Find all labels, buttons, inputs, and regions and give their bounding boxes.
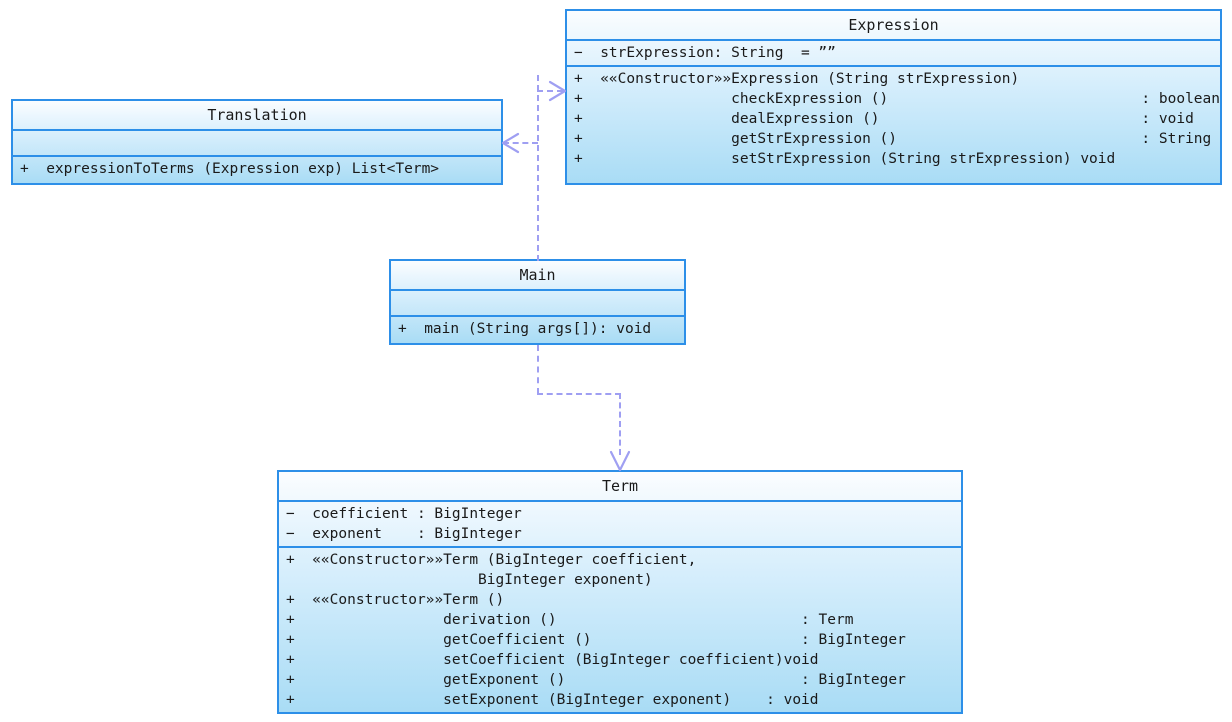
operations-compartment-main: + main (String args[]): void — [391, 315, 684, 341]
class-box-expression[interactable]: Expression − strExpression: String = ”” … — [565, 9, 1222, 185]
connector-main-to-term-segment-2 — [537, 393, 621, 395]
operation-row: + main (String args[]): void — [398, 321, 652, 337]
operations-compartment-translation: + expressionToTerms (Expression exp) Lis… — [13, 155, 501, 181]
arrowhead-translation — [501, 132, 520, 154]
operation-row: + getStrExpression () : String — [574, 131, 1212, 147]
class-name-compartment-main: Main — [391, 261, 684, 289]
attributes-compartment-term: − coefficient : BigInteger − exponent : … — [279, 500, 961, 546]
operation-row: + dealExpression () : void — [574, 111, 1194, 127]
arrowhead-expression — [548, 80, 567, 102]
connector-branch-to-expression — [537, 90, 563, 92]
attribute-row: − strExpression: String = ”” — [574, 45, 836, 61]
operation-row: + setCoefficient (BigInteger coefficient… — [286, 652, 819, 668]
class-box-term[interactable]: Term − coefficient : BigInteger − expone… — [277, 470, 963, 714]
operation-row: BigInteger exponent) — [286, 572, 653, 588]
class-name-compartment-term: Term — [279, 472, 961, 500]
operation-row: + ««Constructor»»Term (BigInteger coeffi… — [286, 552, 697, 568]
attributes-compartment-translation — [13, 129, 501, 155]
class-name-compartment-expression: Expression — [567, 11, 1220, 39]
class-title-term: Term — [601, 477, 639, 495]
operation-row: + getCoefficient () : BigInteger — [286, 632, 906, 648]
operation-row: + setStrExpression (String strExpression… — [574, 151, 1116, 167]
class-box-translation[interactable]: Translation + expressionToTerms (Express… — [11, 99, 503, 185]
attribute-row: − exponent : BigInteger — [286, 526, 522, 542]
connector-spine-vertical — [537, 75, 539, 261]
operations-compartment-expression: + ««Constructor»»Expression (String strE… — [567, 65, 1220, 171]
connector-branch-to-translation — [503, 142, 538, 144]
class-name-compartment-translation: Translation — [13, 101, 501, 129]
class-box-main[interactable]: Main + main (String args[]): void — [389, 259, 686, 345]
operations-compartment-term: + ««Constructor»»Term (BigInteger coeffi… — [279, 546, 961, 712]
class-title-expression: Expression — [848, 16, 939, 34]
operation-row: + expressionToTerms (Expression exp) Lis… — [20, 161, 440, 177]
class-title-translation: Translation — [207, 106, 307, 124]
class-title-main: Main — [519, 266, 556, 284]
attributes-compartment-expression: − strExpression: String = ”” — [567, 39, 1220, 65]
connector-main-to-term-segment-1 — [537, 345, 539, 394]
operation-row: + setExponent (BigInteger exponent) : vo… — [286, 692, 819, 708]
operation-row: + derivation () : Term — [286, 612, 854, 628]
attribute-row: − coefficient : BigInteger — [286, 506, 522, 522]
operation-row: + ««Constructor»»Term () — [286, 592, 505, 608]
connector-main-to-term-segment-3 — [619, 393, 621, 455]
operation-row: + checkExpression () : boolean — [574, 91, 1221, 107]
attributes-compartment-main — [391, 289, 684, 315]
operation-row: + ««Constructor»»Expression (String strE… — [574, 71, 1020, 87]
operation-row: + getExponent () : BigInteger — [286, 672, 906, 688]
arrowhead-term — [609, 450, 631, 472]
